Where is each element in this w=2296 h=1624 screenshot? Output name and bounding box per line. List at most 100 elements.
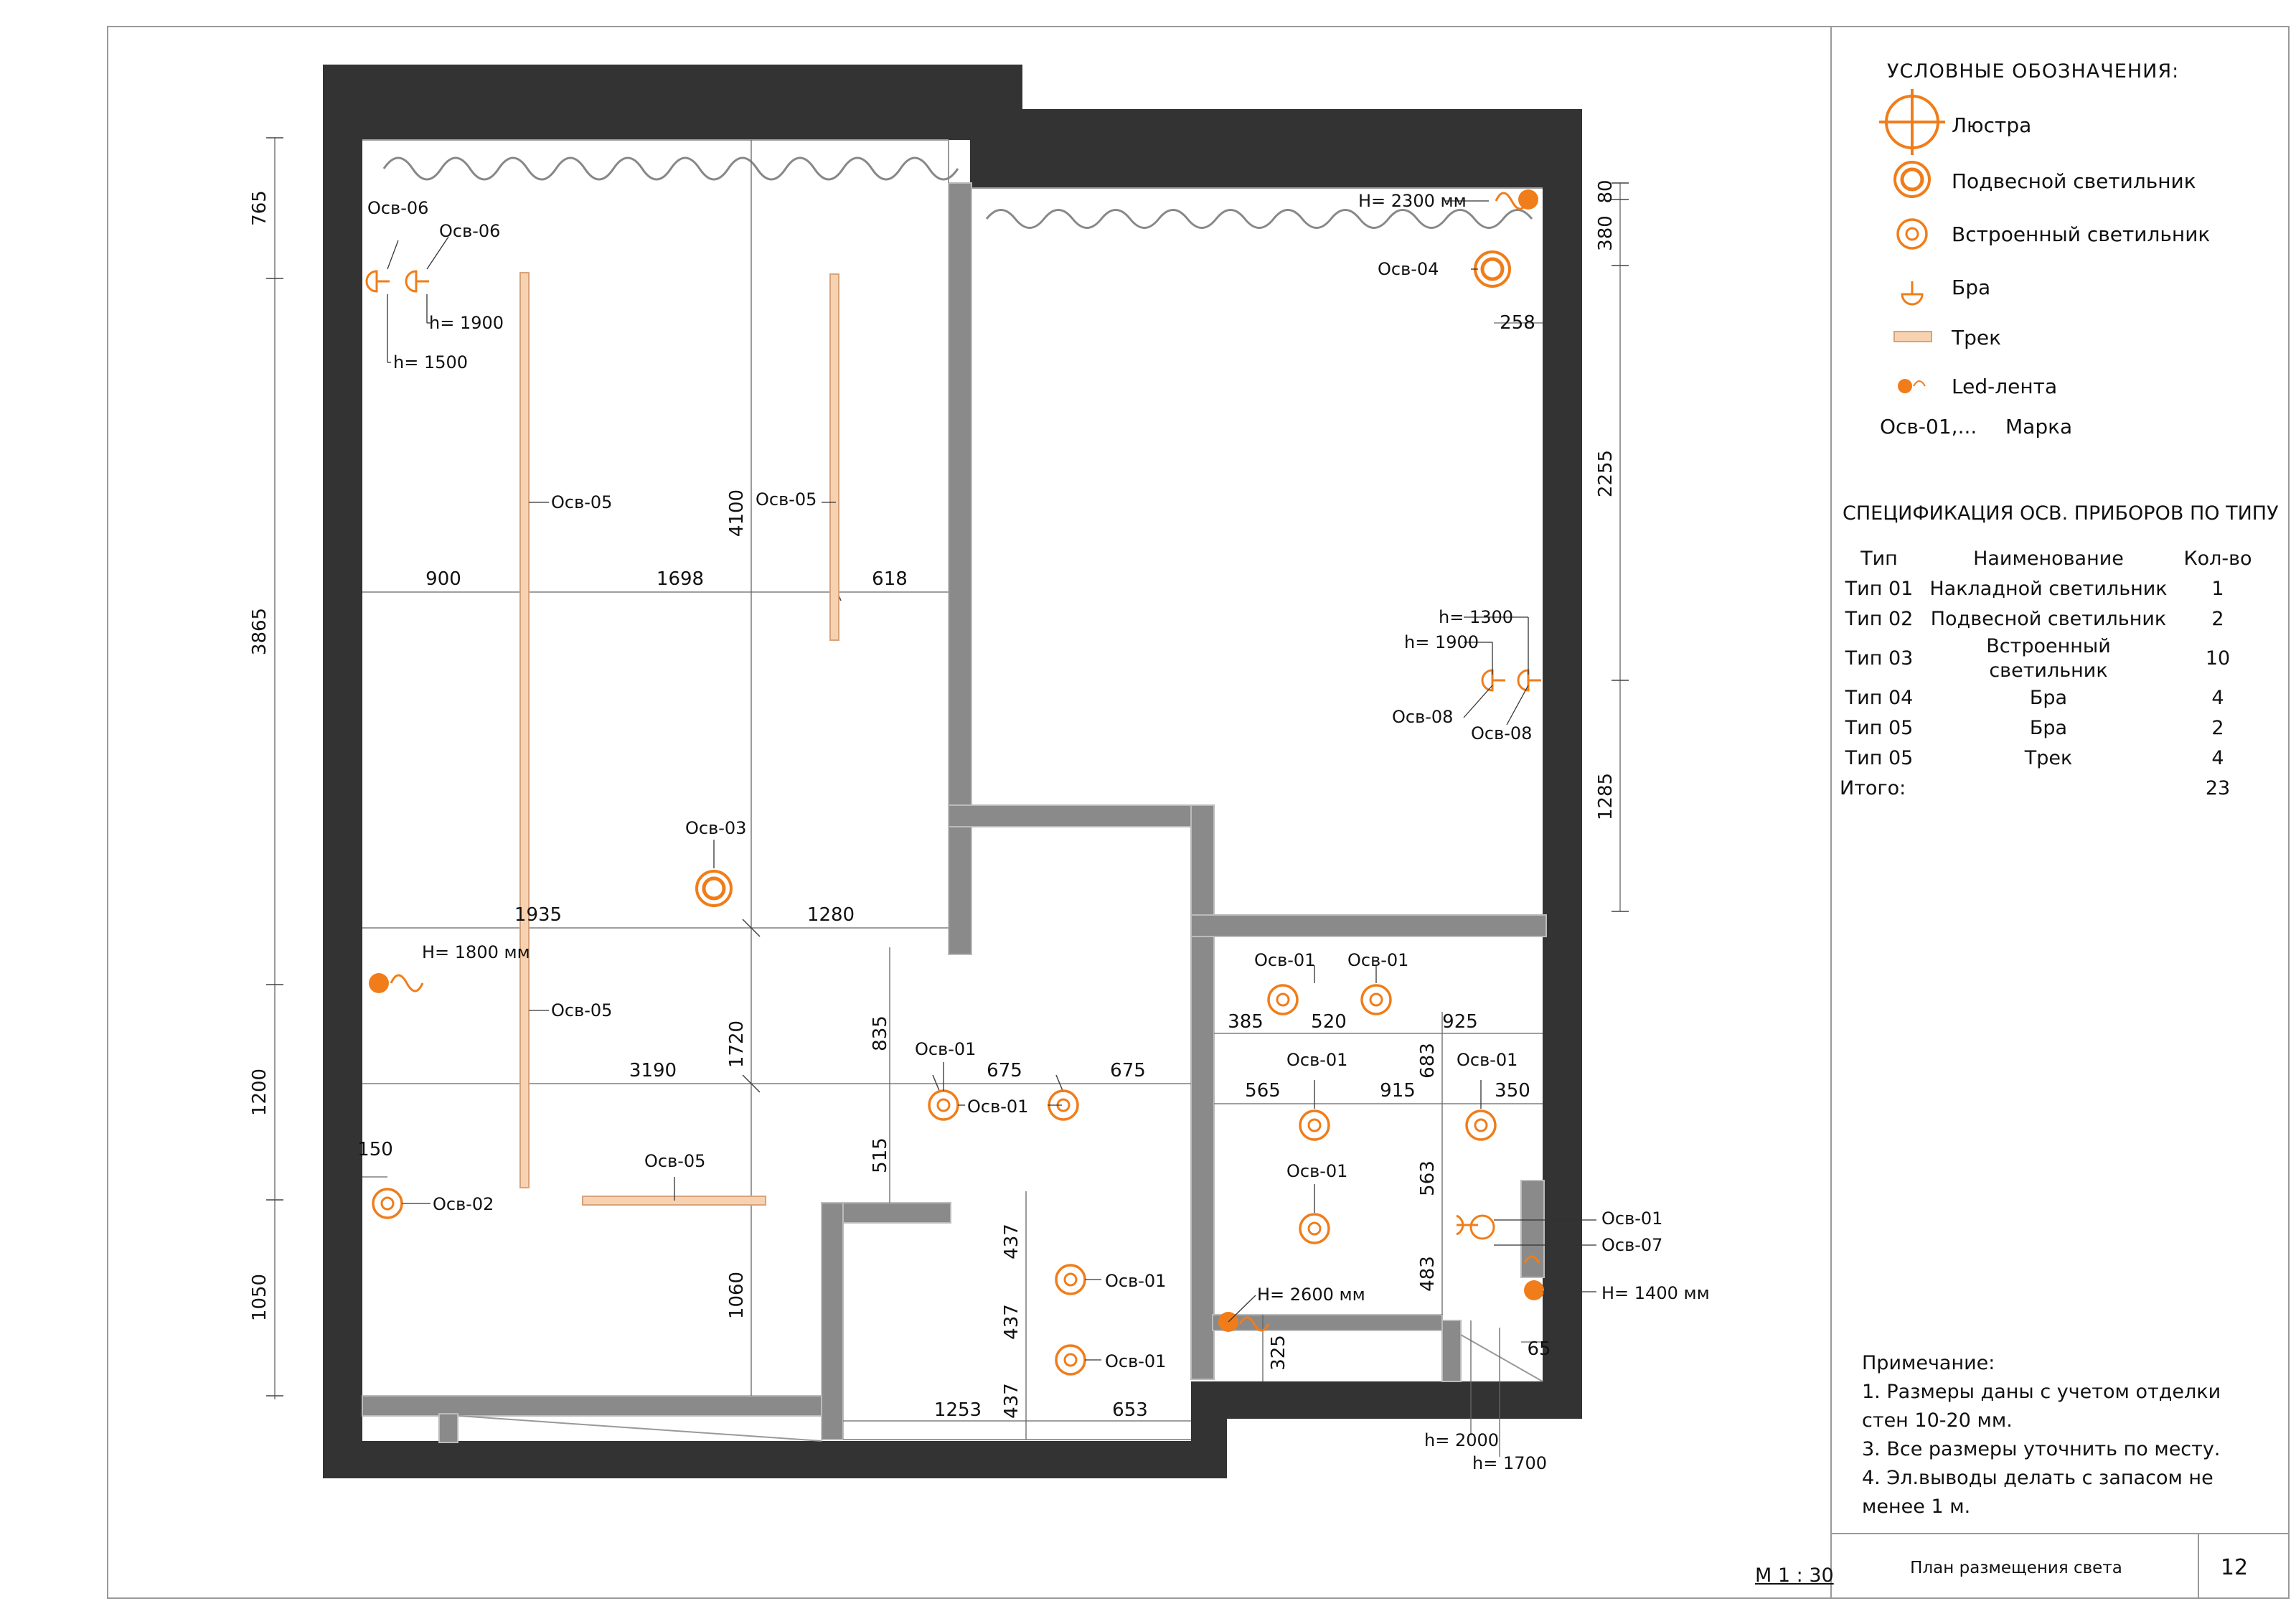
dim-row1-3: 618 [872, 568, 908, 590]
dim-bath-v-1: 683 [1417, 1043, 1439, 1079]
table-row: Тип 05 Трек 4 [1837, 743, 2260, 774]
mark-osv01-hall-a: Осв-01 [915, 1039, 976, 1059]
pendant-lamp-osv04 [1475, 252, 1510, 286]
spec-cell: Накладной светильник [1929, 578, 2168, 600]
dim-row3-2: 675 [987, 1060, 1022, 1081]
height-H2600: H= 2600 мм [1257, 1285, 1365, 1305]
mark-osv06-a: Осв-06 [367, 198, 428, 218]
dim-hall-3: 437 [1001, 1383, 1022, 1419]
dim-vmid-3: 1060 [726, 1272, 748, 1319]
spec-header: Наименование [1973, 548, 2124, 570]
mark-osv08-b: Осв-08 [1471, 723, 1532, 743]
legend-label: Подвесной светильник [1952, 169, 2196, 193]
height-h1500-left: h= 1500 [393, 352, 468, 372]
mark-osv08-a: Осв-08 [1392, 707, 1453, 727]
legend-label: Люстра [1952, 113, 2032, 137]
spec-cell: Бра [2029, 687, 2068, 709]
spec-total-label: Итого: [1840, 777, 1906, 799]
legend-label: Встроенный светильник [1952, 222, 2211, 246]
dim-right-3: 2255 [1595, 450, 1617, 497]
dim-right-4: 1285 [1595, 773, 1617, 820]
mark-osv01-hall-c: Осв-01 [1105, 1271, 1166, 1291]
spec-cell: Тип 03 [1845, 647, 1914, 670]
notes: Примечание: 1. Размеры даны с учетом отд… [1862, 1349, 2235, 1521]
spec-cell: Тип 01 [1845, 578, 1914, 600]
spec-cell: Тип 02 [1845, 608, 1914, 630]
dim-left-3: 1200 [249, 1069, 270, 1116]
dim-left-4: 1050 [249, 1274, 270, 1321]
table-row: Тип 01 Накладной светильник 1 [1837, 574, 2260, 604]
mark-osv03: Осв-03 [685, 818, 746, 838]
legend-title: УСЛОВНЫЕ ОБОЗНАЧЕНИЯ: [1887, 60, 2180, 83]
legend-item-pendant: Подвесной светильник [1866, 159, 2239, 202]
legend-symbols [1879, 89, 1945, 393]
notes-line: 1. Размеры даны с учетом отделки стен 10… [1862, 1381, 2221, 1432]
dim-row3-1: 3190 [629, 1060, 677, 1081]
legend-item-led: Led-лента [1866, 365, 2239, 408]
spec-table: Тип Наименование Кол-во Тип 01 Накладной… [1837, 544, 2260, 804]
spec-cell: Встроенный светильник [1986, 635, 2111, 682]
spec-cell: Бра [2029, 717, 2068, 739]
dim-bath-r1-3: 925 [1442, 1011, 1478, 1033]
table-row: Тип 05 Бра 2 [1837, 713, 2260, 743]
legend-item-chandelier: Люстра [1866, 103, 2239, 146]
leader-lines [387, 200, 1596, 1361]
height-h1900-left: h= 1900 [429, 313, 504, 333]
stamp-title: План размещения света [1910, 1559, 2122, 1577]
tracks [519, 272, 839, 1206]
dim-258: 258 [1500, 312, 1535, 334]
mark-osv01-bath-d: Осв-01 [1457, 1050, 1518, 1070]
dim-bath-v-2: 563 [1417, 1160, 1439, 1196]
dim-corr-1: 835 [870, 1015, 891, 1051]
mark-osv04: Осв-04 [1378, 259, 1439, 279]
spec-cell [1921, 774, 2175, 804]
spec-cell: 2 [2211, 608, 2224, 630]
dim-vmid-1: 4100 [726, 489, 748, 537]
legend-mark-label: Марка [2005, 415, 2073, 438]
dim-row3-3: 675 [1110, 1060, 1146, 1081]
notes-line: 3. Все размеры уточнить по месту. [1862, 1438, 2221, 1460]
pendant-lamp-osv03 [697, 871, 731, 906]
partitions [362, 182, 1547, 1443]
spec-cell: 10 [2205, 647, 2231, 670]
dim-bath-r2-2: 915 [1380, 1080, 1416, 1102]
dim-bath-r2-1: 565 [1245, 1080, 1281, 1102]
spec-total-row: Итого: 23 [1837, 774, 2260, 804]
dim-corr-2: 515 [870, 1137, 891, 1173]
height-h1900-right: h= 1900 [1404, 632, 1479, 652]
dim-hall-bottom-1: 1253 [934, 1399, 982, 1421]
dim-hall-bottom-2: 653 [1112, 1399, 1148, 1421]
legend-item-sconce: Бра [1866, 266, 2239, 309]
track-icon [1893, 331, 1932, 342]
legend-mark-code: Осв-01,... [1880, 415, 1977, 438]
notes-title: Примечание: [1862, 1352, 1995, 1374]
dim-150: 150 [357, 1139, 393, 1160]
height-h1700: h= 1700 [1472, 1453, 1547, 1473]
sheet-frame [107, 26, 2290, 1599]
mark-osv01-bath-e: Осв-01 [1286, 1161, 1347, 1181]
height-H1400: H= 1400 мм [1601, 1283, 1710, 1303]
height-H1800: H= 1800 мм [422, 942, 530, 962]
spec-cell: Трек [2024, 747, 2073, 769]
dim-left-2: 3865 [249, 608, 270, 655]
led-strip-icon [1898, 379, 1926, 393]
spec-cell: 4 [2211, 687, 2224, 709]
legend-item-recessed: Встроенный светильник [1866, 212, 2239, 255]
table-row: Тип 04 Бра 4 [1837, 683, 2260, 713]
spec-cell: Подвесной светильник [1930, 608, 2167, 630]
dim-hall-2: 437 [1001, 1304, 1022, 1340]
dim-row1-1: 900 [425, 568, 461, 590]
scale-label: М 1 : 30 [1755, 1564, 1834, 1587]
table-row: Тип 03 Встроенный светильник 10 [1837, 634, 2260, 683]
spec-cell: Тип 04 [1845, 687, 1914, 709]
mark-osv06-b: Осв-06 [439, 221, 500, 241]
mark-osv01-bath-a: Осв-01 [1254, 950, 1315, 970]
dim-vmid-2: 1720 [726, 1020, 748, 1068]
spec-cell: 1 [2211, 578, 2224, 600]
spec-total-value: 23 [2205, 777, 2231, 799]
dim-hall-1: 437 [1001, 1224, 1022, 1259]
spec-header-row: Тип Наименование Кол-во [1837, 544, 2260, 574]
dim-bath-v-4: 325 [1268, 1335, 1289, 1371]
dim-bath-r2-3: 350 [1495, 1080, 1530, 1102]
